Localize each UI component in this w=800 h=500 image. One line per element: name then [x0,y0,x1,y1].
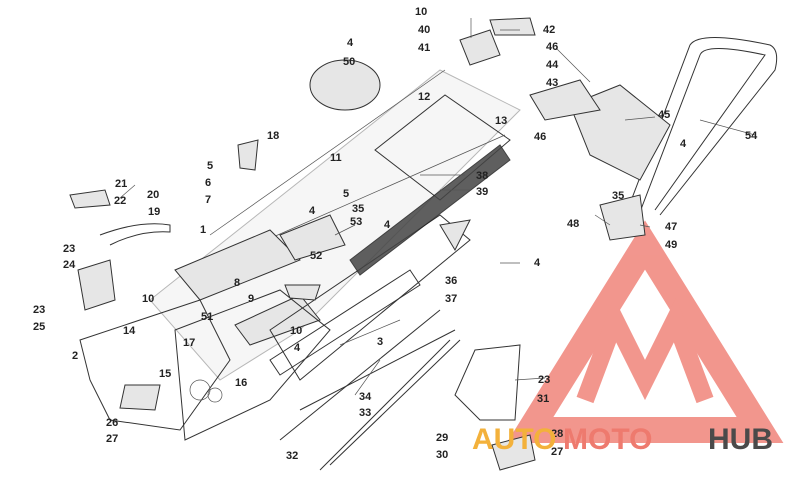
callout-label: 50 [343,56,355,68]
callout-label: 20 [147,189,159,201]
callout-label: 34 [359,391,372,403]
callout-label: 42 [543,24,555,36]
watermark-text: AUTO MOTO HUB [472,423,773,456]
callout-label: 51 [201,311,213,323]
callout-label: 49 [665,239,677,251]
callout-label: 46 [534,131,546,143]
callout-label: 4 [347,37,354,49]
callout-label: 43 [546,77,558,89]
callout-label: 23 [33,304,45,316]
callout-label: 23 [538,374,550,386]
callout-label: 4 [384,219,391,231]
callout-label: 21 [115,178,127,190]
callout-label: 48 [567,218,579,230]
callout-label: 5 [343,188,349,200]
callout-label: 10 [415,6,427,18]
callout-label: 54 [745,130,758,142]
callout-labels: 10 42 40 41 4 50 46 44 43 12 13 45 46 54… [33,6,758,462]
callout-label: 10 [290,325,302,337]
watermark-logo [506,220,784,443]
callout-label: 2 [72,350,78,362]
callout-label: 46 [546,41,558,53]
callout-label: 4 [309,205,316,217]
callout-label: 6 [205,177,211,189]
callout-label: 28 [551,428,563,440]
callout-label: 19 [148,206,160,218]
callout-label: 15 [159,368,171,380]
callout-label: 52 [310,250,322,262]
callout-label: 9 [248,293,254,305]
watermark-hub: HUB [708,423,773,456]
callout-label: 14 [123,325,136,337]
callout-label: 11 [330,152,342,164]
callout-label: 24 [63,259,76,271]
watermark-auto: AUTO [472,423,556,456]
callout-label: 23 [63,243,75,255]
callout-label: 13 [495,115,507,127]
callout-label: 3 [377,336,383,348]
callout-label: 38 [476,170,488,182]
callout-label: 8 [234,277,240,289]
callout-label: 40 [418,24,430,36]
callout-label: 17 [183,337,195,349]
callout-label: 36 [445,275,457,287]
callout-label: 30 [436,449,448,461]
callout-label: 4 [680,138,687,150]
watermark-moto: MOTO [563,423,652,456]
chassis-tunnel [79,69,521,466]
callout-label: 10 [142,293,154,305]
callout-label: 41 [418,42,430,54]
callout-label: 27 [551,446,563,458]
callout-label: 4 [534,257,541,269]
callout-label: 32 [286,450,298,462]
callout-label: 4 [294,342,301,354]
callout-label: 18 [267,130,279,142]
leader-lines [119,18,756,396]
callout-label: 7 [205,194,211,206]
callout-label: 29 [436,432,448,444]
rear-rack [459,17,778,241]
callout-label: 37 [445,293,457,305]
callout-label: 27 [106,433,118,445]
callout-label: 25 [33,321,45,333]
callout-label: 31 [537,393,549,405]
callout-label: 5 [207,160,213,172]
callout-label: 16 [235,377,247,389]
callout-label: 39 [476,186,488,198]
callout-label: 53 [350,216,362,228]
callout-label: 33 [359,407,371,419]
misc-parts [69,59,536,471]
callout-label: 12 [418,91,430,103]
callout-label: 1 [200,224,206,236]
callout-label: 26 [106,417,118,429]
callout-label: 35 [612,190,624,202]
callout-label: 22 [114,195,126,207]
callout-label: 44 [546,59,559,71]
callout-label: 47 [665,221,677,233]
callout-label: 35 [352,203,364,215]
callout-label: 45 [658,109,670,121]
